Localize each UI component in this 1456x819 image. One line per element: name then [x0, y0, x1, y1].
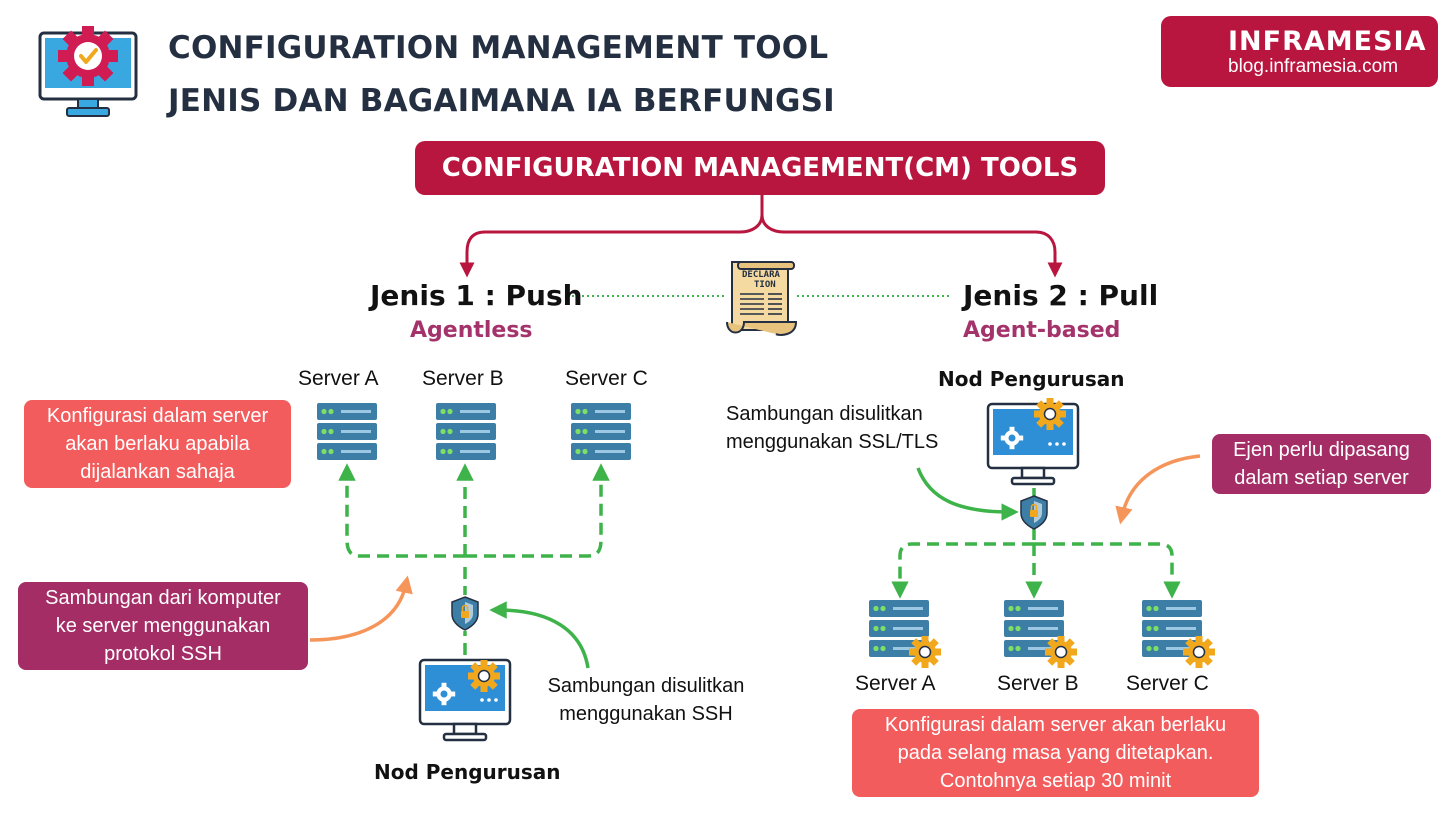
pull-ssl-green-arrow: [916, 467, 1019, 521]
pull-callout-interval: Konfigurasi dalam server akan berlaku pa…: [852, 709, 1259, 797]
push-callout-ssh-line1: Sambungan dari komputer: [45, 587, 281, 609]
pull-server-c-label: Server C: [1126, 672, 1209, 695]
push-callout-ssh-line2: ke server menggunakan: [55, 615, 271, 637]
pull-server-b-label: Server B: [997, 672, 1079, 695]
push-title: Jenis 1 : Push: [370, 279, 583, 312]
pull-title: Jenis 2 : Pull: [963, 279, 1159, 312]
page-title-line2: JENIS DAN BAGAIMANA IA BERFUNGSI: [168, 83, 835, 119]
push-callout-run-only-line2: akan berlaku apabila: [65, 433, 250, 455]
push-callout-ssh-line3: protokol SSH: [104, 643, 222, 665]
declaration-text-line2: TION: [754, 280, 776, 290]
push-orange-arrow: [309, 575, 413, 642]
pull-subtitle: Agent-based: [963, 318, 1121, 343]
push-ssh-green-arrow: [489, 601, 590, 669]
brand-badge[interactable]: [1161, 16, 1438, 87]
brand-url: blog.inframesia.com: [1228, 56, 1399, 77]
pull-orange-arrow: [1115, 454, 1201, 525]
pull-management-node-icon: [986, 397, 1080, 486]
pull-encryption-note-line2: menggunakan SSL/TLS: [726, 431, 939, 453]
pull-callout-interval-line3: Contohnya setiap 30 minit: [939, 770, 1172, 792]
monitor-gear-check-icon: [38, 26, 138, 117]
push-server-a-label: Server A: [298, 367, 379, 390]
push-callout-run-only-line1: Konfigurasi dalam server: [46, 405, 269, 427]
push-callout-run-only-line3: dijalankan sahaja: [80, 461, 235, 483]
pull-callout-interval-line1: Konfigurasi dalam server akan berlaku: [884, 714, 1227, 736]
push-server-c-label: Server C: [565, 367, 648, 390]
pull-server-a-icon: [869, 600, 942, 669]
pull-server-c-icon: [1142, 600, 1216, 669]
push-subtitle: Agentless: [410, 318, 533, 343]
brand-name: INFRAMESIA: [1228, 26, 1427, 57]
push-shield-icon: [450, 595, 480, 631]
pull-server-a-label: Server A: [855, 672, 936, 695]
declaration-label: DECLARA TION: [742, 270, 780, 290]
declaration-text-line1: DECLARA: [742, 270, 780, 280]
push-server-a-icon: [317, 403, 377, 460]
pull-server-b-icon: [1004, 600, 1078, 669]
root-connector: [459, 195, 1063, 278]
push-encryption-note-line1: Sambungan disulitkan: [547, 675, 745, 697]
page-title-line1: CONFIGURATION MANAGEMENT TOOL: [168, 30, 829, 66]
pull-callout-agent-install: Ejen perlu dipasang dalam setiap server: [1212, 434, 1431, 494]
pull-node-label: Nod Pengurusan: [938, 367, 1125, 391]
push-encryption-note: Sambungan disulitkan menggunakan SSH: [530, 672, 762, 728]
push-callout-run-only: Konfigurasi dalam server akan berlaku ap…: [24, 400, 291, 488]
push-callout-ssh-protocol: Sambungan dari komputer ke server menggu…: [18, 582, 308, 670]
push-server-b-icon: [436, 403, 496, 460]
pull-connection-tree: [891, 488, 1181, 599]
push-server-b-label: Server B: [422, 367, 504, 390]
push-encryption-note-line2: menggunakan SSH: [559, 703, 733, 725]
pull-callout-agent-line1: Ejen perlu dipasang: [1233, 439, 1410, 461]
pull-shield-icon: [1020, 495, 1048, 530]
declaration-scroll-icon: [726, 261, 798, 336]
pull-callout-interval-line2: pada selang masa yang ditetapkan.: [897, 742, 1214, 764]
pull-encryption-note: Sambungan disulitkan menggunakan SSL/TLS: [726, 400, 938, 456]
push-server-c-icon: [571, 403, 631, 460]
pull-encryption-note-line1: Sambungan disulitkan: [726, 403, 923, 425]
root-cm-tools-box: CONFIGURATION MANAGEMENT(CM) TOOLS: [415, 141, 1105, 195]
push-node-label: Nod Pengurusan: [374, 760, 561, 784]
push-management-node-icon: [418, 658, 512, 742]
pull-callout-agent-line2: dalam setiap server: [1234, 467, 1409, 489]
